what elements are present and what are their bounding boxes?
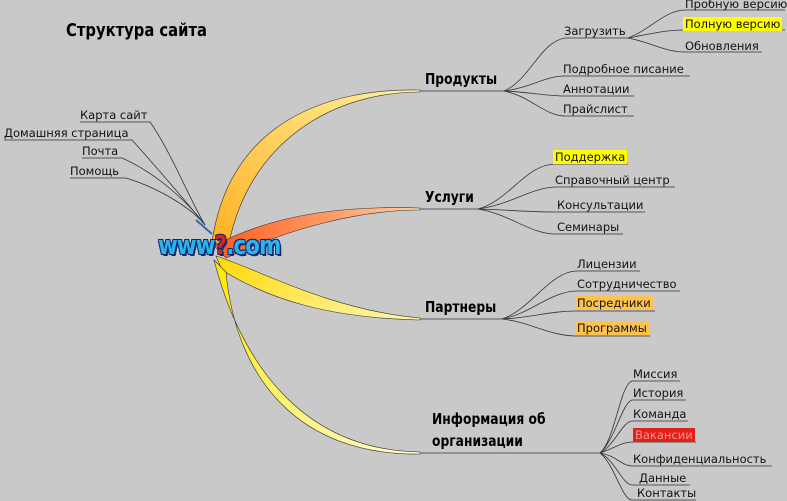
org-item-mission: Миссия <box>633 367 678 381</box>
org-item-contacts: Контакты <box>637 486 697 500</box>
branch-partners-ribbon <box>215 255 421 321</box>
logo-com: .com <box>226 231 281 261</box>
left-item-help: Помощь <box>70 164 120 178</box>
branch-org-ribbon <box>213 259 421 455</box>
branch-products-ribbon <box>211 89 421 249</box>
partners-item-licenses: Лицензии <box>577 257 637 271</box>
partners-item-resellers: Посредники <box>575 296 653 310</box>
site-logo: www?.com <box>158 231 281 261</box>
logo-www: www <box>158 231 215 261</box>
org-item-team: Команда <box>633 407 687 421</box>
left-item-homepage: Домашняя страница <box>4 126 129 140</box>
branch-services-ribbon <box>213 207 421 259</box>
products-item-pricelist: Прайслист <box>563 102 628 116</box>
org-item-history: История <box>633 386 684 400</box>
branch-org-label-line2: организации <box>432 432 523 450</box>
products-download: Загрузить <box>564 24 626 38</box>
products-item-description: Подробное писание <box>563 62 684 76</box>
services-item-help-center: Справочный центр <box>555 173 670 187</box>
branch-services-label: Услуги <box>425 188 474 206</box>
products-item-annotations: Аннотации <box>563 82 630 96</box>
products-download-trial: Пробную версию <box>685 0 787 11</box>
partners-item-programs: Программы <box>575 321 649 335</box>
services-item-support: Поддержка <box>553 150 628 164</box>
branch-partners-label: Партнеры <box>425 298 497 316</box>
left-item-mail: Почта <box>82 144 119 158</box>
org-item-privacy: Конфиденциальность <box>633 452 767 466</box>
services-item-consultations: Консультации <box>557 198 644 212</box>
org-item-vacancies: Вакансии <box>633 428 695 442</box>
org-item-data: Данные <box>639 471 687 485</box>
products-download-full: Полную версию <box>683 17 783 31</box>
branch-org-label-line1: Информация об <box>432 410 546 428</box>
logo-question-mark: ? <box>214 231 227 261</box>
left-item-sitemap: Карта сайт <box>80 108 148 122</box>
products-download-updates: Обновления <box>685 39 759 53</box>
branch-products-label: Продукты <box>425 70 498 88</box>
page-title: Структура сайта <box>66 20 208 41</box>
services-item-seminars: Семинары <box>557 220 620 234</box>
partners-item-cooperation: Сотрудничество <box>577 277 677 291</box>
